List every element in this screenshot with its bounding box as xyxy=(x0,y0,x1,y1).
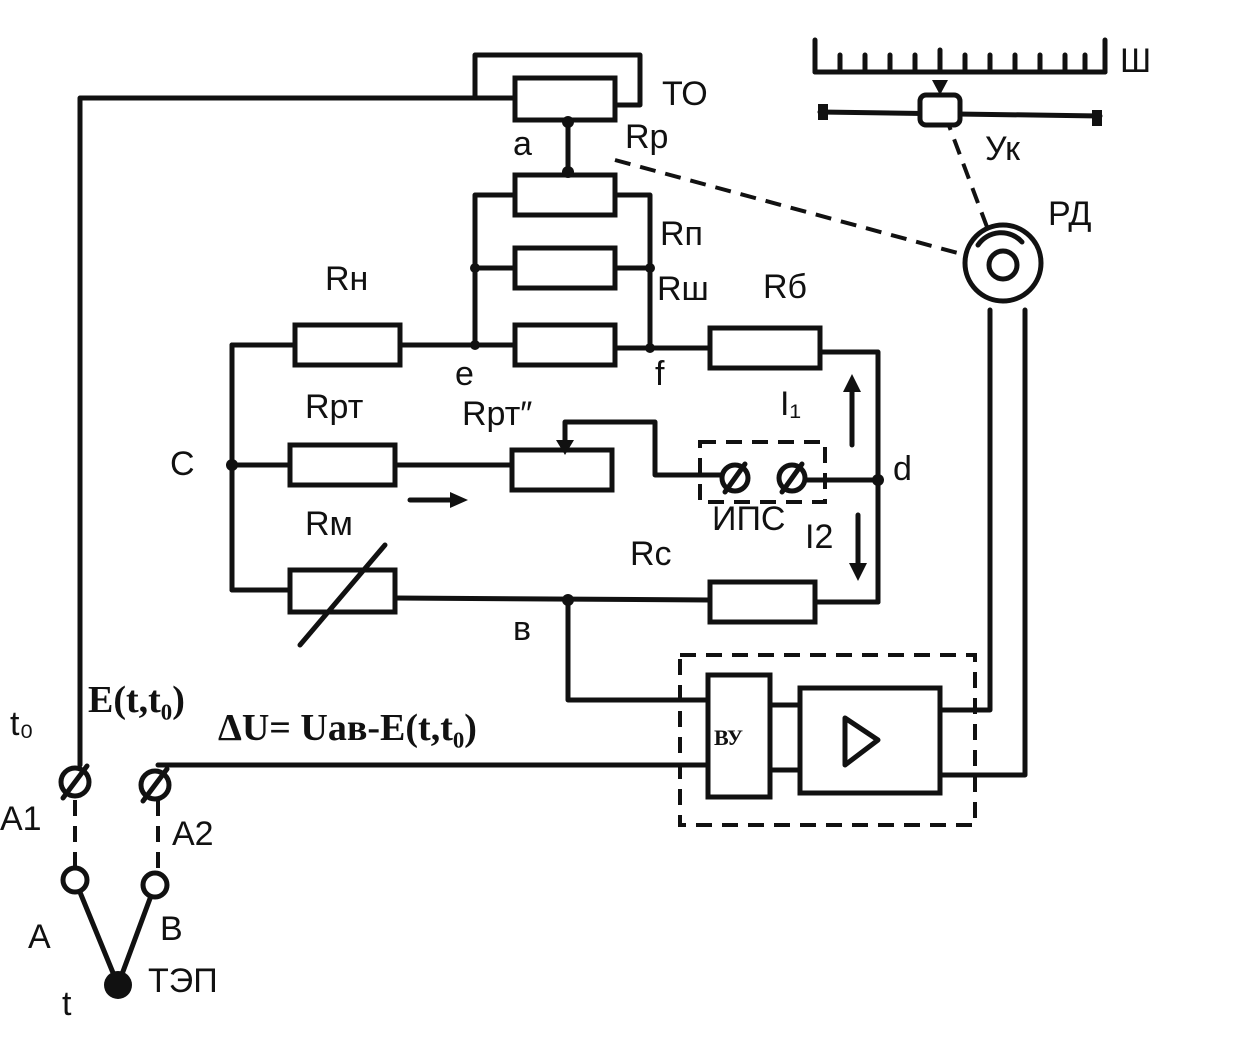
thermocouple-junction xyxy=(104,971,132,999)
label-vu: ВУ xyxy=(714,725,743,750)
label-a1: A1 xyxy=(0,800,42,838)
label-a2: A2 xyxy=(172,815,214,853)
label-rn: Rп xyxy=(660,215,703,253)
amplifier-triangle-icon xyxy=(842,715,881,768)
dashed-links xyxy=(73,114,992,872)
label-d: d xyxy=(893,450,912,488)
label-ips: ИПС xyxy=(712,500,785,538)
amplifier xyxy=(705,672,943,800)
resistor-rb xyxy=(707,325,823,371)
label-rpt2: Rрт″ xyxy=(462,395,532,433)
reversible-motor xyxy=(962,222,1044,304)
vu-block xyxy=(705,672,773,800)
label-uk: Ук xyxy=(985,130,1021,168)
input-terminals xyxy=(58,763,172,999)
label-e: e xyxy=(455,355,474,393)
label-rh: Rн xyxy=(325,260,368,298)
label-rsh: Rш xyxy=(657,270,709,308)
label-rm: Rм xyxy=(305,505,353,543)
label-delta-u: ΔU= Uав-E(t,t₀) xyxy=(218,707,477,749)
label-rb: Rб xyxy=(763,268,807,306)
label-t0: t₀ xyxy=(10,705,34,743)
label-i1: I₁ xyxy=(780,385,801,423)
resistor-rn xyxy=(512,245,618,291)
resistor-rsh xyxy=(512,322,618,368)
ips-terminals xyxy=(719,461,808,495)
label-c: C xyxy=(170,445,195,483)
amplifier-block xyxy=(797,685,943,796)
label-sh: Ш xyxy=(1120,42,1151,80)
junction-dots xyxy=(226,116,884,606)
resistor-rc xyxy=(707,579,818,625)
label-rd: РД xyxy=(1048,195,1091,233)
amplifier-unit-box xyxy=(678,653,977,827)
label-i2: I2 xyxy=(805,518,833,556)
resistor-rm xyxy=(287,567,398,615)
label-f: f xyxy=(655,355,665,393)
resistors xyxy=(287,75,823,648)
label-B: B xyxy=(160,910,183,948)
label-rc: Rc xyxy=(630,535,672,573)
current-arrows xyxy=(407,374,867,581)
label-t: t xyxy=(62,985,72,1023)
scale xyxy=(812,37,1108,128)
resistor-rpt2 xyxy=(509,447,615,493)
resistor-rp xyxy=(512,75,618,123)
resistor-rp-lower xyxy=(512,172,618,218)
label-b: в xyxy=(513,610,531,648)
label-A: A xyxy=(28,918,51,956)
label-rpt: Rрт xyxy=(305,388,363,426)
variable-resistor-slash xyxy=(297,542,388,648)
resistor-rh xyxy=(292,322,403,368)
label-e-t-t0: E(t,t₀) xyxy=(88,679,185,721)
label-rp: Rp xyxy=(625,118,668,156)
label-to: ТО xyxy=(662,75,708,113)
ips-box xyxy=(698,440,827,504)
resistor-rpt xyxy=(287,442,398,488)
labels: ТО Rp a Rп Rш Rн Rб e f Rрт Rрт″ I₁ C d … xyxy=(0,42,1151,1023)
label-a: a xyxy=(513,125,532,163)
pointer-carriage xyxy=(917,92,963,128)
label-tep: ТЭП xyxy=(148,962,218,1000)
